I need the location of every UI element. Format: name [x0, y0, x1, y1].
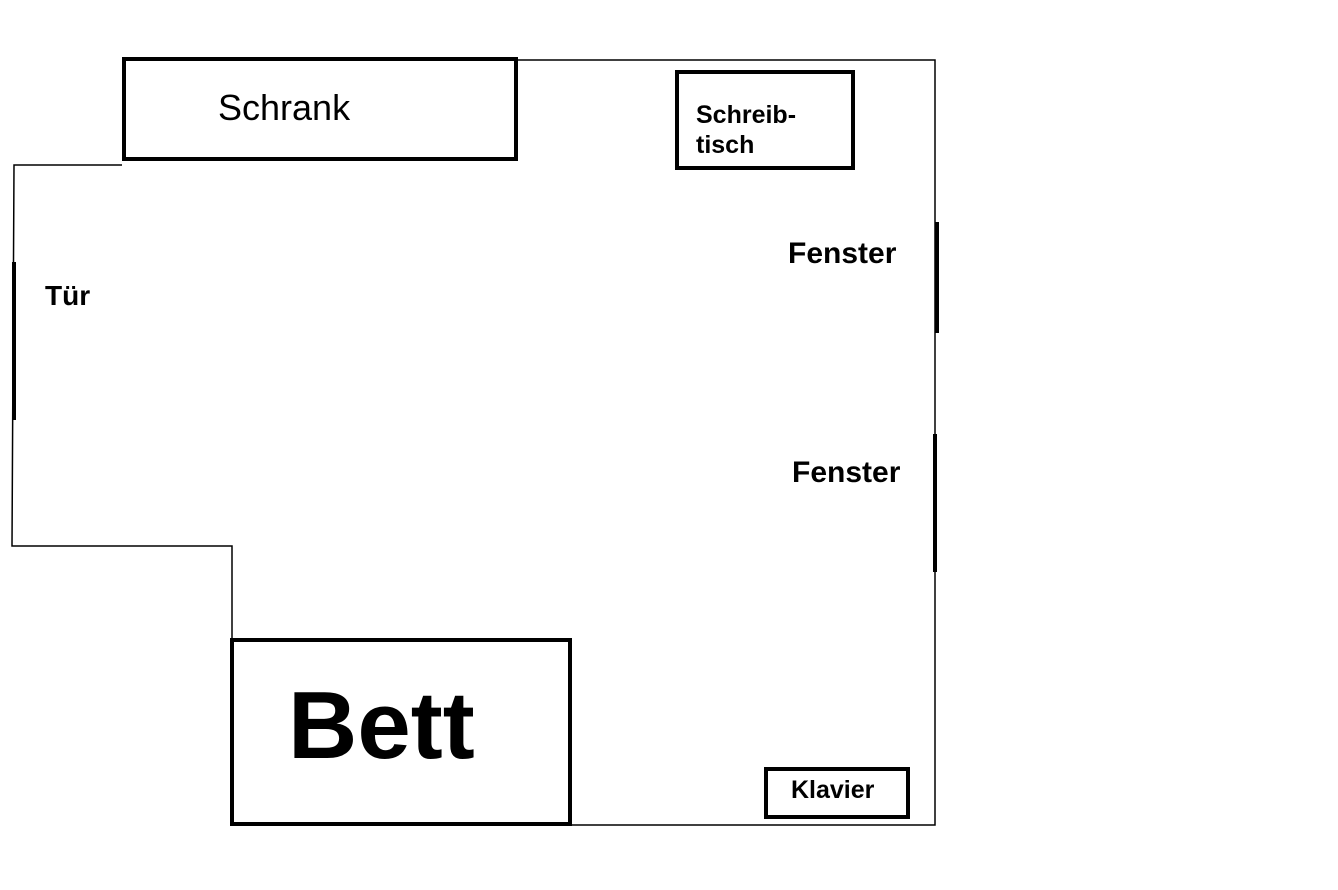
bed-label: Bett [288, 672, 475, 779]
wardrobe-box [122, 57, 518, 161]
desk-box [675, 70, 855, 170]
desk-label-line1: Schreib- [696, 101, 797, 129]
wardrobe-label: Schrank [218, 87, 351, 128]
door-label: Tür [45, 280, 91, 311]
desk-label: Schreib- tisch [696, 100, 796, 160]
window-label-lower: Fenster [792, 456, 901, 489]
desk-label-line2: tisch [696, 131, 755, 159]
piano-box [764, 767, 910, 819]
window-label-upper: Fenster [788, 237, 897, 270]
bed-box [230, 638, 572, 826]
piano-label: Klavier [791, 776, 875, 804]
